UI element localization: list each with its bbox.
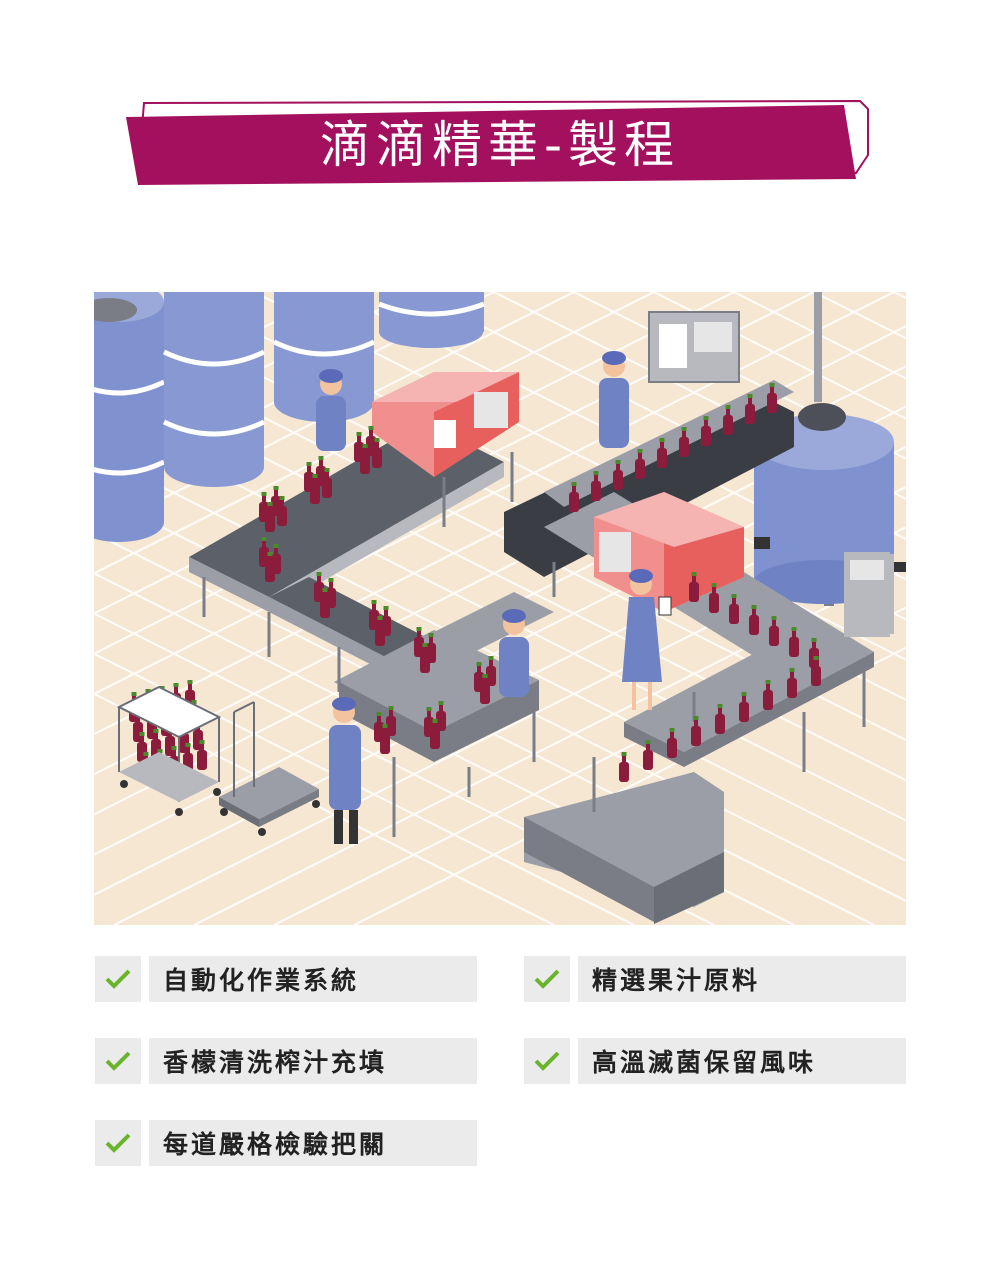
bottle: [265, 552, 275, 582]
bottle: [709, 583, 719, 613]
feature-label-box: 香檬清洗榨汁充填: [149, 1038, 477, 1084]
bottle: [486, 656, 496, 686]
bottle: [322, 468, 332, 498]
bottle: [369, 600, 379, 630]
bottle: [197, 740, 207, 770]
bottle: [667, 728, 677, 758]
worker-5: [329, 697, 361, 844]
page-title: 滴滴精華-製程: [319, 116, 681, 174]
bottle: [259, 537, 269, 567]
banner-shape: [126, 99, 869, 185]
feature-item-washing: 香檬清洗榨汁充填: [95, 1038, 477, 1084]
bottle: [715, 704, 725, 734]
bottle: [657, 438, 667, 468]
bottle: [380, 724, 390, 754]
bottle: [635, 449, 645, 479]
bottle: [689, 572, 699, 602]
feature-label: 高溫滅菌保留風味: [592, 1048, 817, 1077]
bottle: [643, 740, 653, 770]
title-banner: 滴滴精華-製程: [120, 95, 880, 195]
workers: [316, 351, 672, 844]
check-icon: [524, 956, 570, 1002]
bottle: [372, 438, 382, 468]
check-icon: [524, 1038, 570, 1084]
feature-label-box: 每道嚴格檢驗把關: [149, 1120, 477, 1166]
factory-scene: [94, 292, 906, 925]
bottle: [480, 674, 490, 704]
feature-label: 香檬清洗榨汁充填: [163, 1048, 388, 1077]
bottle: [749, 605, 759, 635]
feature-label-box: 自動化作業系統: [149, 956, 477, 1002]
bottle: [420, 643, 430, 673]
control-panel: [844, 552, 890, 637]
bottle: [691, 716, 701, 746]
bottle: [613, 460, 623, 490]
feature-item-automation: 自動化作業系統: [95, 956, 477, 1002]
bottle: [360, 444, 370, 474]
bottle: [789, 627, 799, 657]
bottle: [265, 502, 275, 532]
check-icon: [95, 956, 141, 1002]
feature-label: 精選果汁原料: [592, 966, 761, 995]
bottle: [386, 706, 396, 736]
bottle: [679, 427, 689, 457]
bottle: [763, 680, 773, 710]
bottle: [739, 692, 749, 722]
flat-trolley: [219, 701, 320, 836]
feature-label: 自動化作業系統: [163, 966, 360, 995]
bottle: [729, 594, 739, 624]
bottle: [723, 405, 733, 435]
check-icon: [95, 1038, 141, 1084]
bottle-trolley: [116, 685, 222, 816]
bottle: [811, 656, 821, 686]
feature-label-box: 精選果汁原料: [578, 956, 906, 1002]
bottle: [769, 616, 779, 646]
production-line-illustration: [94, 292, 906, 925]
feature-item-ingredients: 精選果汁原料: [524, 956, 906, 1002]
check-icon: [95, 1120, 141, 1166]
worker-4: [499, 609, 529, 697]
feature-label-box: 高溫滅菌保留風味: [578, 1038, 906, 1084]
storage-tanks: [94, 292, 485, 542]
bottle: [787, 668, 797, 698]
worker-2: [599, 351, 629, 448]
bottle: [414, 627, 424, 657]
bottle: [375, 616, 385, 646]
bottle: [619, 752, 629, 782]
bottle: [310, 474, 320, 504]
bottle: [314, 572, 324, 602]
bottle: [767, 383, 777, 413]
bottle: [320, 588, 330, 618]
bottle: [277, 496, 287, 526]
filling-machine-1: [372, 372, 519, 477]
bottle: [701, 416, 711, 446]
bottle: [436, 701, 446, 731]
feature-label: 每道嚴格檢驗把關: [163, 1130, 388, 1159]
worker-1: [316, 369, 346, 451]
bottle: [430, 719, 440, 749]
bottle: [591, 471, 601, 501]
worker-3: [622, 569, 672, 710]
feature-item-inspection: 每道嚴格檢驗把關: [95, 1120, 477, 1166]
feature-item-sterilization: 高溫滅菌保留風味: [524, 1038, 906, 1084]
bottle: [745, 394, 755, 424]
bottle: [569, 482, 579, 512]
